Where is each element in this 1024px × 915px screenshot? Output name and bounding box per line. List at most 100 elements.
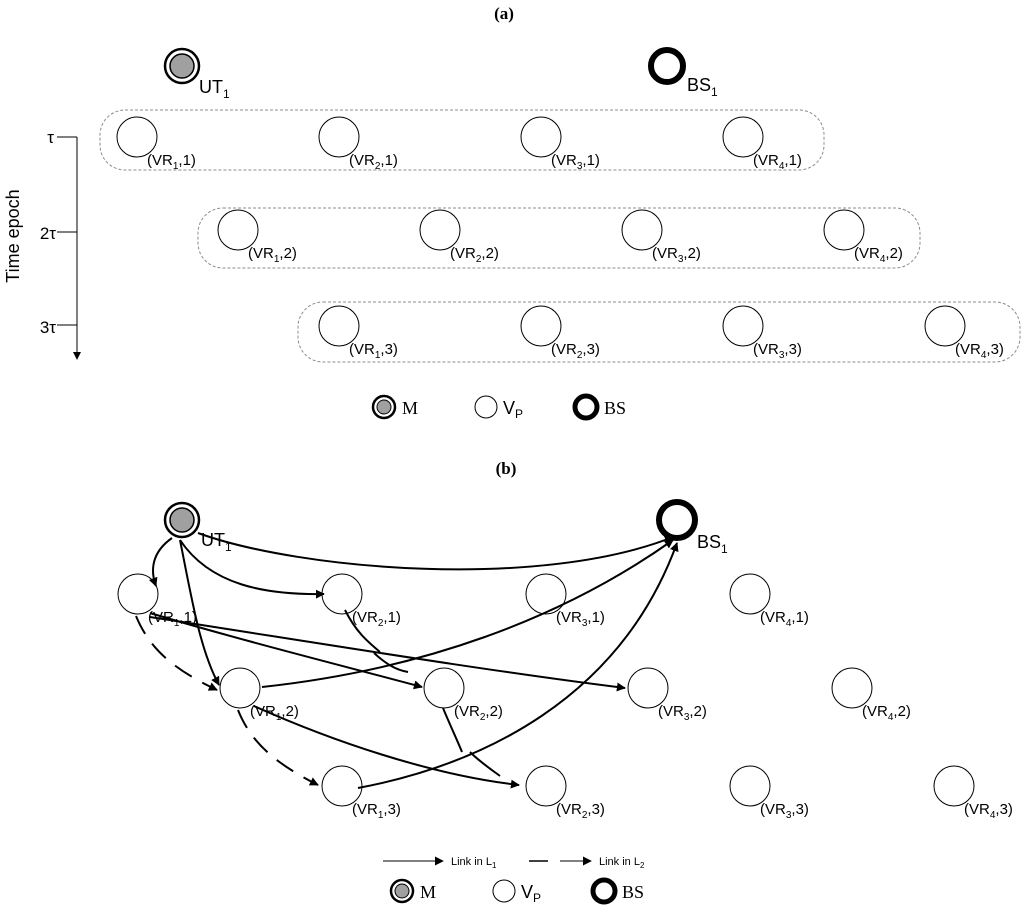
panel-b-node-label-r1-c4: (VR4,1) [760, 609, 809, 629]
panel-a-node-label-r1-c2: (VR2,1) [349, 152, 398, 172]
link-vr11-vr32 [149, 616, 626, 692]
panel-b-node-r3-c3 [729, 765, 771, 807]
panel-b-node-label-r2-c1: (VR1,2) [250, 703, 299, 723]
panel-a-node-r1-c2 [318, 116, 360, 158]
panel-b-node-label-r3-c4: (VR4,3) [964, 801, 1013, 821]
tick-label-3: 3τ [40, 318, 56, 337]
epoch-group-1 [99, 109, 825, 171]
link-ut-vr12 [179, 539, 220, 686]
panel-a-node-r3-c3 [722, 305, 764, 347]
panel-a-node-r1-c4 [722, 116, 764, 158]
link-vr22-vr23 [442, 707, 501, 777]
panel-a-node-r3-c1 [318, 305, 360, 347]
legend-l1-label: Link in L1 [451, 856, 497, 870]
panel-b-node-r3-c4 [933, 765, 975, 807]
link-vr12-vr23 [253, 705, 520, 789]
legend-m-icon [371, 394, 397, 420]
panel-a-node-label-r3-c2: (VR2,3) [551, 341, 600, 361]
panel-b-node-r3-c2 [525, 765, 567, 807]
panel-a-node-r1-c1 [116, 116, 158, 158]
legend-m-icon-inner [376, 399, 392, 415]
legend-m-label-b: M [420, 882, 436, 902]
link-vr11-vr12 [135, 615, 218, 691]
panel-b-node-label-r3-c2: (VR2,3) [556, 801, 605, 821]
panel-b-title: (b) [496, 459, 517, 478]
panel-b-ut-label: UT1 [201, 530, 232, 554]
panel-b-node-r1-c4 [729, 573, 771, 615]
panel-b-node-label-r1-c3: (VR3,1) [556, 609, 605, 629]
panel-a-node-label-r2-c1: (VR1,2) [248, 245, 297, 265]
legend-bs-icon [590, 877, 618, 905]
panel-a-node-label-r2-c3: (VR3,2) [652, 245, 701, 265]
panel-b-node-r2-c1 [219, 667, 261, 709]
panel-a-node-label-r1-c1: (VR1,1) [147, 152, 196, 172]
legend-l2-label: Link in L2 [599, 856, 645, 870]
link-vr12-bs1 [261, 539, 674, 688]
panel-a-ut-node [163, 47, 201, 85]
time-axis-arrow-icon [73, 352, 81, 360]
panel-b-node-label-r2-c4: (VR4,2) [862, 703, 911, 723]
legend-bs-label-b: BS [622, 882, 644, 902]
link-vr13-bs1 [357, 542, 679, 789]
panel-b-legend: M VP BS [389, 877, 644, 905]
link-vr21-vr22 [344, 609, 409, 673]
panel-a-node-label-r2-c2: (VR2,2) [450, 245, 499, 265]
legend-vp-label: VP [503, 398, 523, 421]
panel-a-node-label-r1-c3: (VR3,1) [551, 152, 600, 172]
panel-b-node-r2-c2 [423, 667, 465, 709]
panel-a-node-label-r2-c4: (VR4,2) [854, 245, 903, 265]
ut-inner-disc [169, 53, 195, 79]
ut-outer-ring [163, 47, 201, 85]
panel-a-node-r3-c2 [520, 305, 562, 347]
panel-b-node-r2-c4 [831, 667, 873, 709]
link-ut-bs1 [197, 532, 674, 571]
panel-a-bs-node [648, 47, 686, 85]
panel-a-ut-label: UT1 [199, 77, 230, 101]
panel-a-node-label-r3-c3: (VR3,3) [753, 341, 802, 361]
panel-a-node-r2-c4 [823, 209, 865, 251]
time-epoch-axis-label: Time epoch [3, 189, 23, 282]
panel-a-node-label-r3-c4: (VR4,3) [955, 341, 1004, 361]
l1-links [148, 532, 679, 789]
tick-label-1: τ [47, 128, 54, 147]
panel-b-node-r1-c3 [525, 573, 567, 615]
panel-a-node-r3-c4 [924, 305, 966, 347]
link-legend: Link in L1 Link in L2 [383, 856, 645, 870]
tick-label-2: 2τ [40, 224, 56, 243]
panel-b-node-label-r1-c2: (VR2,1) [352, 609, 401, 629]
ut-outer-ring [163, 501, 201, 539]
panel-a-node-r1-c3 [520, 116, 562, 158]
panel-a-node-r2-c1 [217, 209, 259, 251]
panel-b-virtual-nodes: (VR1,1)(VR2,1)(VR3,1)(VR4,1)(VR1,2)(VR2,… [117, 573, 1013, 821]
panel-a-virtual-nodes: (VR1,1) (VR2,1) (VR3,1) (VR4,1) (VR1,2) (VR2,… [116, 116, 1004, 361]
panel-b-node-label-r2-c2: (VR2,2) [454, 703, 503, 723]
legend-m-label: M [402, 398, 418, 418]
panel-a-node-label-r3-c1: (VR1,3) [349, 341, 398, 361]
panel-a-node-r2-c3 [621, 209, 663, 251]
panel-a-title: (a) [494, 4, 514, 23]
panel-b-bs-node [656, 499, 698, 541]
legend-vp-icon [474, 395, 498, 419]
legend-vp-icon [492, 879, 516, 903]
legend-bs-icon [572, 393, 600, 421]
legend-m-icon [389, 878, 415, 904]
epoch-group-3 [297, 301, 1021, 363]
panel-b-ut-node [163, 501, 201, 539]
l2-links [135, 609, 501, 786]
panel-a-bs-label: BS1 [687, 75, 718, 99]
legend-bs-label: BS [604, 398, 626, 418]
legend-m-icon-inner [394, 883, 410, 899]
panel-a-node-r2-c2 [419, 209, 461, 251]
link-vr12-vr13 [237, 709, 319, 786]
panel-b-bs-label: BS1 [697, 532, 728, 556]
legend-vp-label-b: VP [521, 882, 541, 905]
panel-b-node-label-r3-c1: (VR1,3) [352, 801, 401, 821]
panel-b-node-r1-c1 [117, 573, 159, 615]
panel-b-node-r1-c2 [321, 573, 363, 615]
ut-inner-disc [169, 507, 195, 533]
panel-a-legend: M VP BS [371, 393, 626, 421]
panel-b-node-r3-c1 [321, 765, 363, 807]
panel-a-node-label-r1-c4: (VR4,1) [753, 152, 802, 172]
panel-b-node-label-r2-c3: (VR3,2) [658, 703, 707, 723]
